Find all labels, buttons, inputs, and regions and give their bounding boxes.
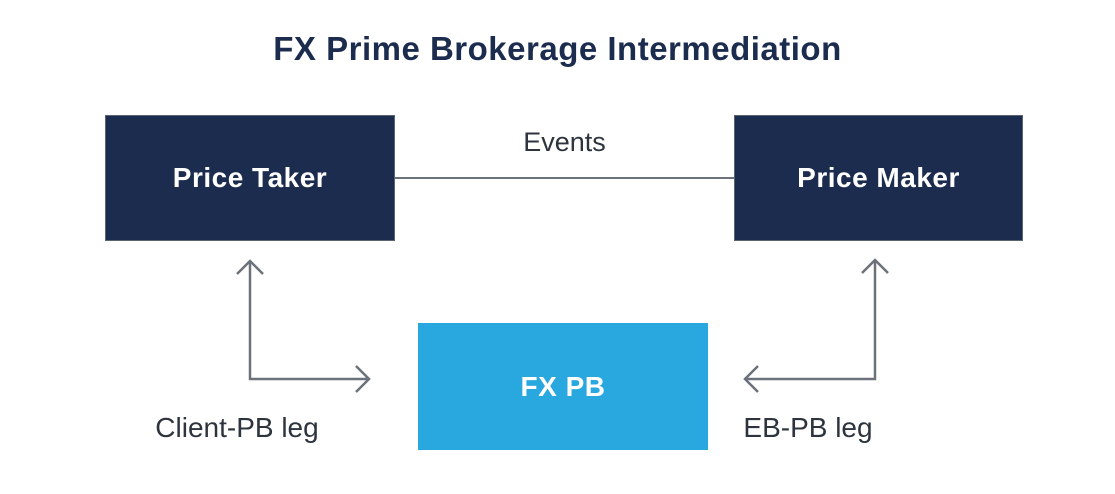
eb-pb-elbow-line (745, 260, 877, 381)
client-pb-elbow-line (248, 261, 369, 381)
client-pb-leg-label: Client-PB leg (155, 412, 319, 443)
node-fx-pb: FX PB (418, 323, 708, 450)
node-price-maker: Price Maker (734, 115, 1023, 241)
client-pb-up-arrowhead-icon (236, 259, 264, 275)
node-fx-pb-label: FX PB (520, 370, 606, 402)
node-price-maker-label: Price Maker (797, 162, 960, 193)
eb-pb-left-arrowhead-icon (743, 365, 759, 393)
eb-pb-up-arrowhead-icon (861, 258, 889, 274)
eb-pb-leg-label: EB-PB leg (743, 412, 873, 443)
node-price-taker-label: Price Taker (172, 162, 328, 193)
events-connector-label: Events (523, 127, 606, 157)
node-price-taker: Price Taker (105, 115, 395, 241)
diagram-title: FX Prime Brokerage Intermediation (273, 30, 842, 67)
client-pb-right-arrowhead-icon (355, 365, 371, 393)
